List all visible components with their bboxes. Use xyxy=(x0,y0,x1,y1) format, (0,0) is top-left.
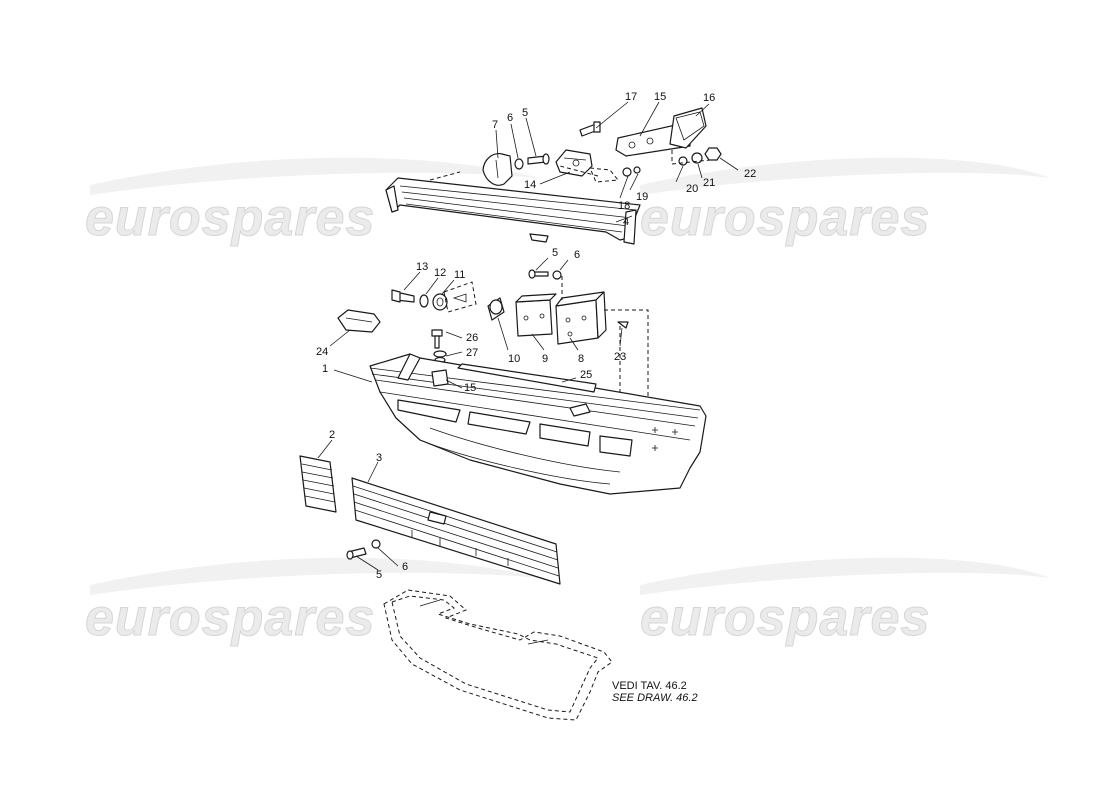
callout-5: 5 xyxy=(376,569,382,581)
center-grille-3 xyxy=(351,477,561,585)
callout-8: 8 xyxy=(578,353,584,365)
callout-13: 13 xyxy=(416,261,428,273)
mount-15-mid xyxy=(431,369,449,387)
bracket-8 xyxy=(555,291,607,345)
callout-17: 17 xyxy=(625,91,637,103)
side-grille-2 xyxy=(299,455,337,513)
callout-5: 5 xyxy=(522,107,528,119)
undertray-outline xyxy=(383,589,613,721)
callout-3: 3 xyxy=(376,452,382,464)
clip-14 xyxy=(555,149,593,177)
screw-5-bottom xyxy=(346,547,367,560)
callout-1: 1 xyxy=(322,363,328,375)
bracket-9 xyxy=(515,293,557,337)
screw-5-top xyxy=(527,153,550,165)
callout-7: 7 xyxy=(492,119,498,131)
callout-14: 14 xyxy=(524,179,536,191)
callout-9: 9 xyxy=(542,353,548,365)
callout-20: 20 xyxy=(686,183,698,195)
watermark-text: eurospares xyxy=(85,189,375,247)
screw-5-mid xyxy=(528,269,549,279)
washer-6-top xyxy=(514,158,524,170)
callout-numbers: 17 15 16 7 6 5 14 18 19 20 21 22 4 13 12… xyxy=(316,91,756,581)
washer-6-bottom xyxy=(371,539,381,549)
callout-11: 11 xyxy=(454,269,465,281)
callout-27: 27 xyxy=(466,347,478,359)
callout-24: 24 xyxy=(316,346,328,358)
bumper-reinforcement-bar xyxy=(385,177,641,245)
trim-strip-25 xyxy=(457,363,597,393)
callout-15: 15 xyxy=(464,382,476,394)
watermark-text: eurospares xyxy=(640,189,930,247)
callout-21: 21 xyxy=(703,177,715,189)
bush-10 xyxy=(487,297,505,321)
clip-23 xyxy=(617,321,629,329)
washer-12 xyxy=(419,294,429,308)
callout-23: 23 xyxy=(614,351,626,363)
top-dashed-guides xyxy=(429,150,711,183)
callout-15: 15 xyxy=(654,91,666,103)
callout-6: 6 xyxy=(402,561,408,573)
callout-10: 10 xyxy=(508,353,520,365)
note-italian: VEDI TAV. 46.2 xyxy=(612,680,687,692)
callout-22: 22 xyxy=(744,168,756,180)
callout-18: 18 xyxy=(618,200,630,212)
note-english: SEE DRAW. 46.2 xyxy=(612,692,698,704)
watermark-text: eurospares xyxy=(640,589,930,647)
grommet-11 xyxy=(432,293,448,311)
callout-5: 5 xyxy=(552,247,558,259)
reference-note: VEDI TAV. 46.2 SEE DRAW. 46.2 xyxy=(612,680,698,704)
block-16 xyxy=(669,107,707,149)
watermark-text: eurospares xyxy=(85,589,375,647)
callout-2: 2 xyxy=(329,429,335,441)
callout-25: 25 xyxy=(580,369,592,381)
bracket-24 xyxy=(337,309,381,333)
callout-26: 26 xyxy=(466,332,478,344)
callout-19: 19 xyxy=(636,191,648,203)
callout-16: 16 xyxy=(703,92,715,104)
bolt-17 xyxy=(579,121,601,137)
callout-4: 4 xyxy=(623,216,629,228)
callout-6: 6 xyxy=(507,112,513,124)
bracket-7 xyxy=(482,153,513,186)
bolt-13 xyxy=(391,289,415,303)
watermark-layer: eurospares eurospares eurospares eurospa… xyxy=(85,157,1050,648)
callout-6: 6 xyxy=(574,249,580,261)
washers-18-19 xyxy=(622,166,641,177)
washer-6-mid xyxy=(552,270,562,280)
washers-20-21-22 xyxy=(678,147,722,166)
leader-lines xyxy=(317,101,739,571)
dashed-nut-box xyxy=(443,281,477,313)
callout-12: 12 xyxy=(434,267,446,279)
